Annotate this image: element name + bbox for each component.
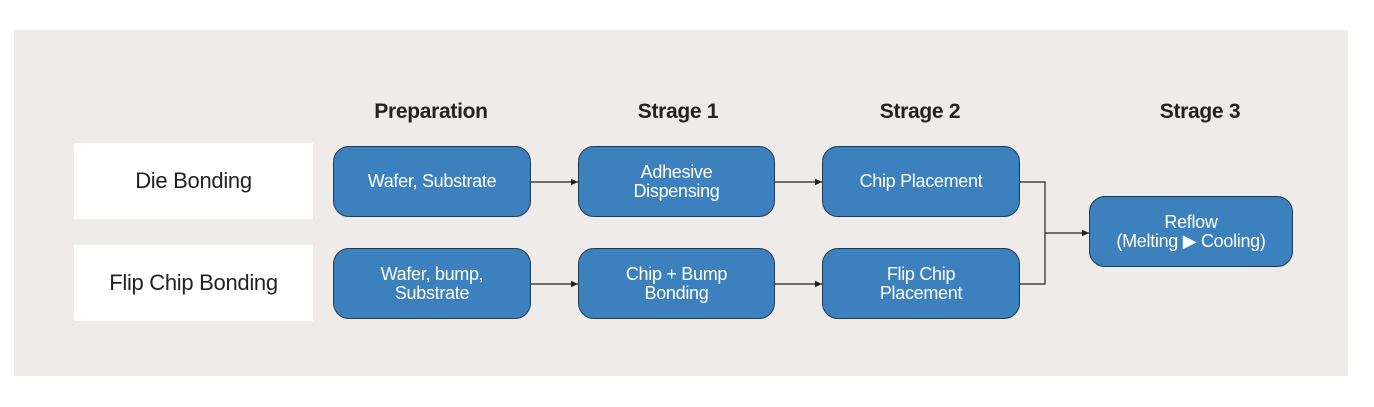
header-stage-1: Strage 1 xyxy=(637,100,719,123)
node-chip-bump-bonding: Chip + Bump Bonding xyxy=(578,248,775,319)
merge-bracket xyxy=(1020,181,1046,285)
node-adhesive-dispensing: Adhesive Dispensing xyxy=(578,146,775,217)
header-stage-2: Strage 2 xyxy=(879,100,961,123)
node-flip-chip-placement: Flip Chip Placement xyxy=(822,248,1020,319)
node-wafer-bump-substrate: Wafer, bump, Substrate xyxy=(333,248,531,319)
row-label-flip-chip-bonding: Flip Chip Bonding xyxy=(74,245,313,321)
node-chip-placement: Chip Placement xyxy=(822,146,1020,217)
node-wafer-substrate: Wafer, Substrate xyxy=(333,146,531,217)
node-reflow: Reflow (Melting ▶ Cooling) xyxy=(1089,196,1293,267)
row-label-die-bonding: Die Bonding xyxy=(74,143,313,219)
header-stage-3: Strage 3 xyxy=(1159,100,1241,123)
header-preparation: Preparation xyxy=(374,100,488,123)
